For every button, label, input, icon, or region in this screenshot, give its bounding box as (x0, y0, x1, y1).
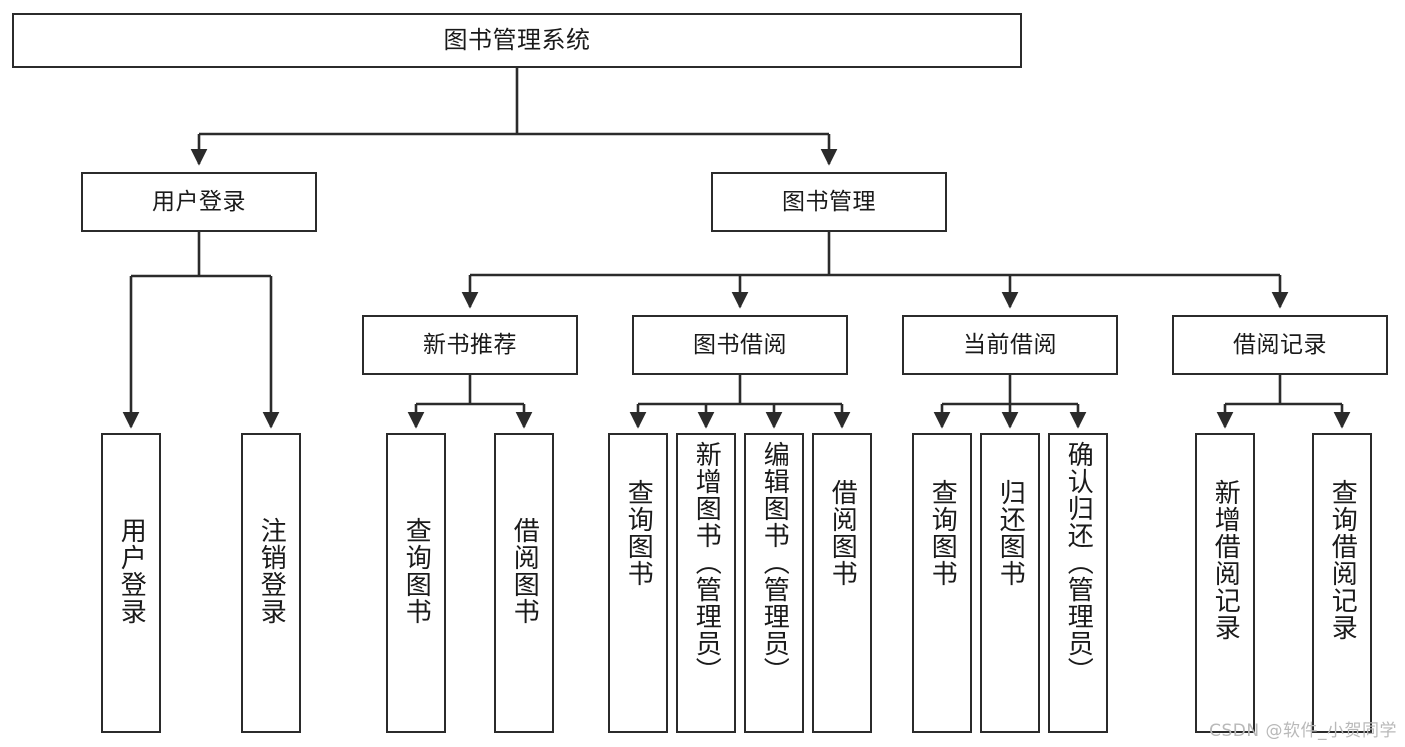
node-label: 图书管理 (782, 188, 876, 215)
node-label: 新增图书（管理员） (691, 441, 722, 684)
node-label: 图书借阅 (693, 331, 787, 358)
node-label: 新书推荐 (423, 331, 517, 358)
leaf-add-record[interactable]: 新增借阅记录 (1195, 433, 1255, 733)
node-label: 查询图书 (927, 479, 958, 587)
node-label: 新增借阅记录 (1210, 479, 1241, 641)
node-book-borrow[interactable]: 图书借阅 (632, 315, 848, 375)
leaf-user-login[interactable]: 用户登录 (101, 433, 161, 733)
node-label: 查询借阅记录 (1327, 479, 1358, 641)
node-root-system[interactable]: 图书管理系统 (12, 13, 1022, 68)
node-label: 注销登录 (256, 517, 287, 625)
leaf-borrow-book-2[interactable]: 借阅图书 (812, 433, 872, 733)
node-borrow-record[interactable]: 借阅记录 (1172, 315, 1388, 375)
leaf-query-record[interactable]: 查询借阅记录 (1312, 433, 1372, 733)
node-label: 借阅记录 (1233, 331, 1327, 358)
node-current-borrow[interactable]: 当前借阅 (902, 315, 1118, 375)
leaf-return-book[interactable]: 归还图书 (980, 433, 1040, 733)
leaf-borrow-book-1[interactable]: 借阅图书 (494, 433, 554, 733)
node-label: 用户登录 (152, 188, 246, 215)
leaf-confirm-return[interactable]: 确认归还（管理员） (1048, 433, 1108, 733)
node-label: 查询图书 (401, 517, 432, 625)
leaf-query-book-1[interactable]: 查询图书 (386, 433, 446, 733)
node-new-book-recommend[interactable]: 新书推荐 (362, 315, 578, 375)
node-label: 编辑图书（管理员） (759, 441, 790, 684)
node-label: 确认归还（管理员） (1063, 441, 1094, 684)
node-label: 当前借阅 (963, 331, 1057, 358)
node-user-login[interactable]: 用户登录 (81, 172, 317, 232)
node-label: 借阅图书 (509, 517, 540, 625)
watermark: CSDN @软件_小贺同学 (1209, 721, 1397, 741)
leaf-query-book-3[interactable]: 查询图书 (912, 433, 972, 733)
node-label: 借阅图书 (827, 479, 858, 587)
node-book-manage[interactable]: 图书管理 (711, 172, 947, 232)
leaf-edit-book[interactable]: 编辑图书（管理员） (744, 433, 804, 733)
leaf-logout[interactable]: 注销登录 (241, 433, 301, 733)
node-label: 图书管理系统 (443, 25, 591, 54)
node-label: 用户登录 (116, 517, 147, 625)
node-label: 查询图书 (623, 479, 654, 587)
node-label: 归还图书 (995, 479, 1026, 587)
leaf-query-book-2[interactable]: 查询图书 (608, 433, 668, 733)
leaf-add-book[interactable]: 新增图书（管理员） (676, 433, 736, 733)
